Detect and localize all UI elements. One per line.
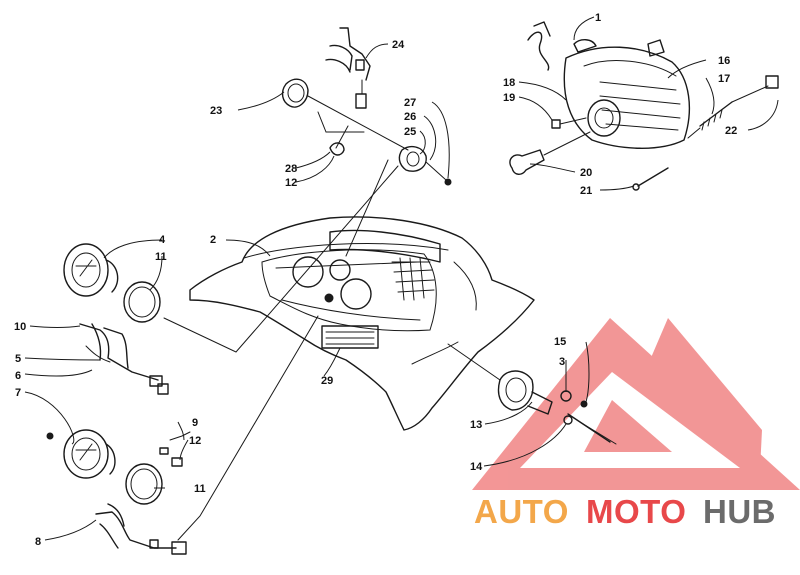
callout-6: 6 [15, 370, 21, 382]
left-lower-gauge [46, 429, 191, 505]
callout-3: 3 [559, 356, 565, 368]
callout-12-left: 12 [189, 435, 201, 447]
headlight-assembly [509, 21, 779, 191]
callout-28: 28 [285, 163, 297, 175]
callout-7: 7 [15, 387, 21, 399]
callout-14: 14 [470, 461, 483, 473]
leader-lines [24, 16, 779, 541]
callout-19: 19 [503, 92, 515, 104]
routing-cables [163, 125, 501, 541]
callout-27: 27 [404, 97, 416, 109]
callout-25: 25 [404, 126, 416, 138]
callout-15: 15 [554, 336, 566, 348]
callout-11-upper: 11 [155, 251, 167, 263]
callout-8: 8 [35, 536, 41, 548]
top-gauge-assembly [281, 27, 452, 186]
callout-20: 20 [580, 167, 592, 179]
callout-4: 4 [159, 234, 166, 246]
callout-13: 13 [470, 419, 482, 431]
callout-17: 17 [718, 73, 730, 85]
bottom-harness [95, 503, 187, 555]
right-gauge-assembly [497, 370, 617, 445]
callout-26: 26 [404, 111, 416, 123]
callout-24: 24 [392, 39, 405, 51]
callout-18: 18 [503, 77, 515, 89]
callout-22: 22 [725, 125, 737, 137]
callout-21: 21 [580, 185, 592, 197]
watermark-logo-mark [472, 318, 800, 490]
callout-12-top: 12 [285, 177, 297, 189]
watermark-word-moto: MOTO [586, 493, 687, 530]
callout-16: 16 [718, 55, 730, 67]
left-harness [79, 323, 169, 395]
callout-29: 29 [321, 375, 333, 387]
dashboard-hood [189, 216, 535, 431]
callout-5: 5 [15, 353, 21, 365]
watermark-word-auto: AUTO [474, 493, 569, 530]
left-upper-gauge [63, 243, 161, 323]
callout-1: 1 [595, 12, 601, 24]
callout-10: 10 [14, 321, 26, 333]
watermark-word-hub: HUB [703, 493, 776, 530]
callout-11-lower: 11 [194, 483, 206, 495]
callout-2: 2 [210, 234, 216, 246]
callout-23: 23 [210, 105, 222, 117]
callout-labels: 1 2 3 4 5 6 7 8 9 10 11 11 12 12 13 14 1… [14, 12, 737, 548]
callout-9: 9 [192, 417, 198, 429]
